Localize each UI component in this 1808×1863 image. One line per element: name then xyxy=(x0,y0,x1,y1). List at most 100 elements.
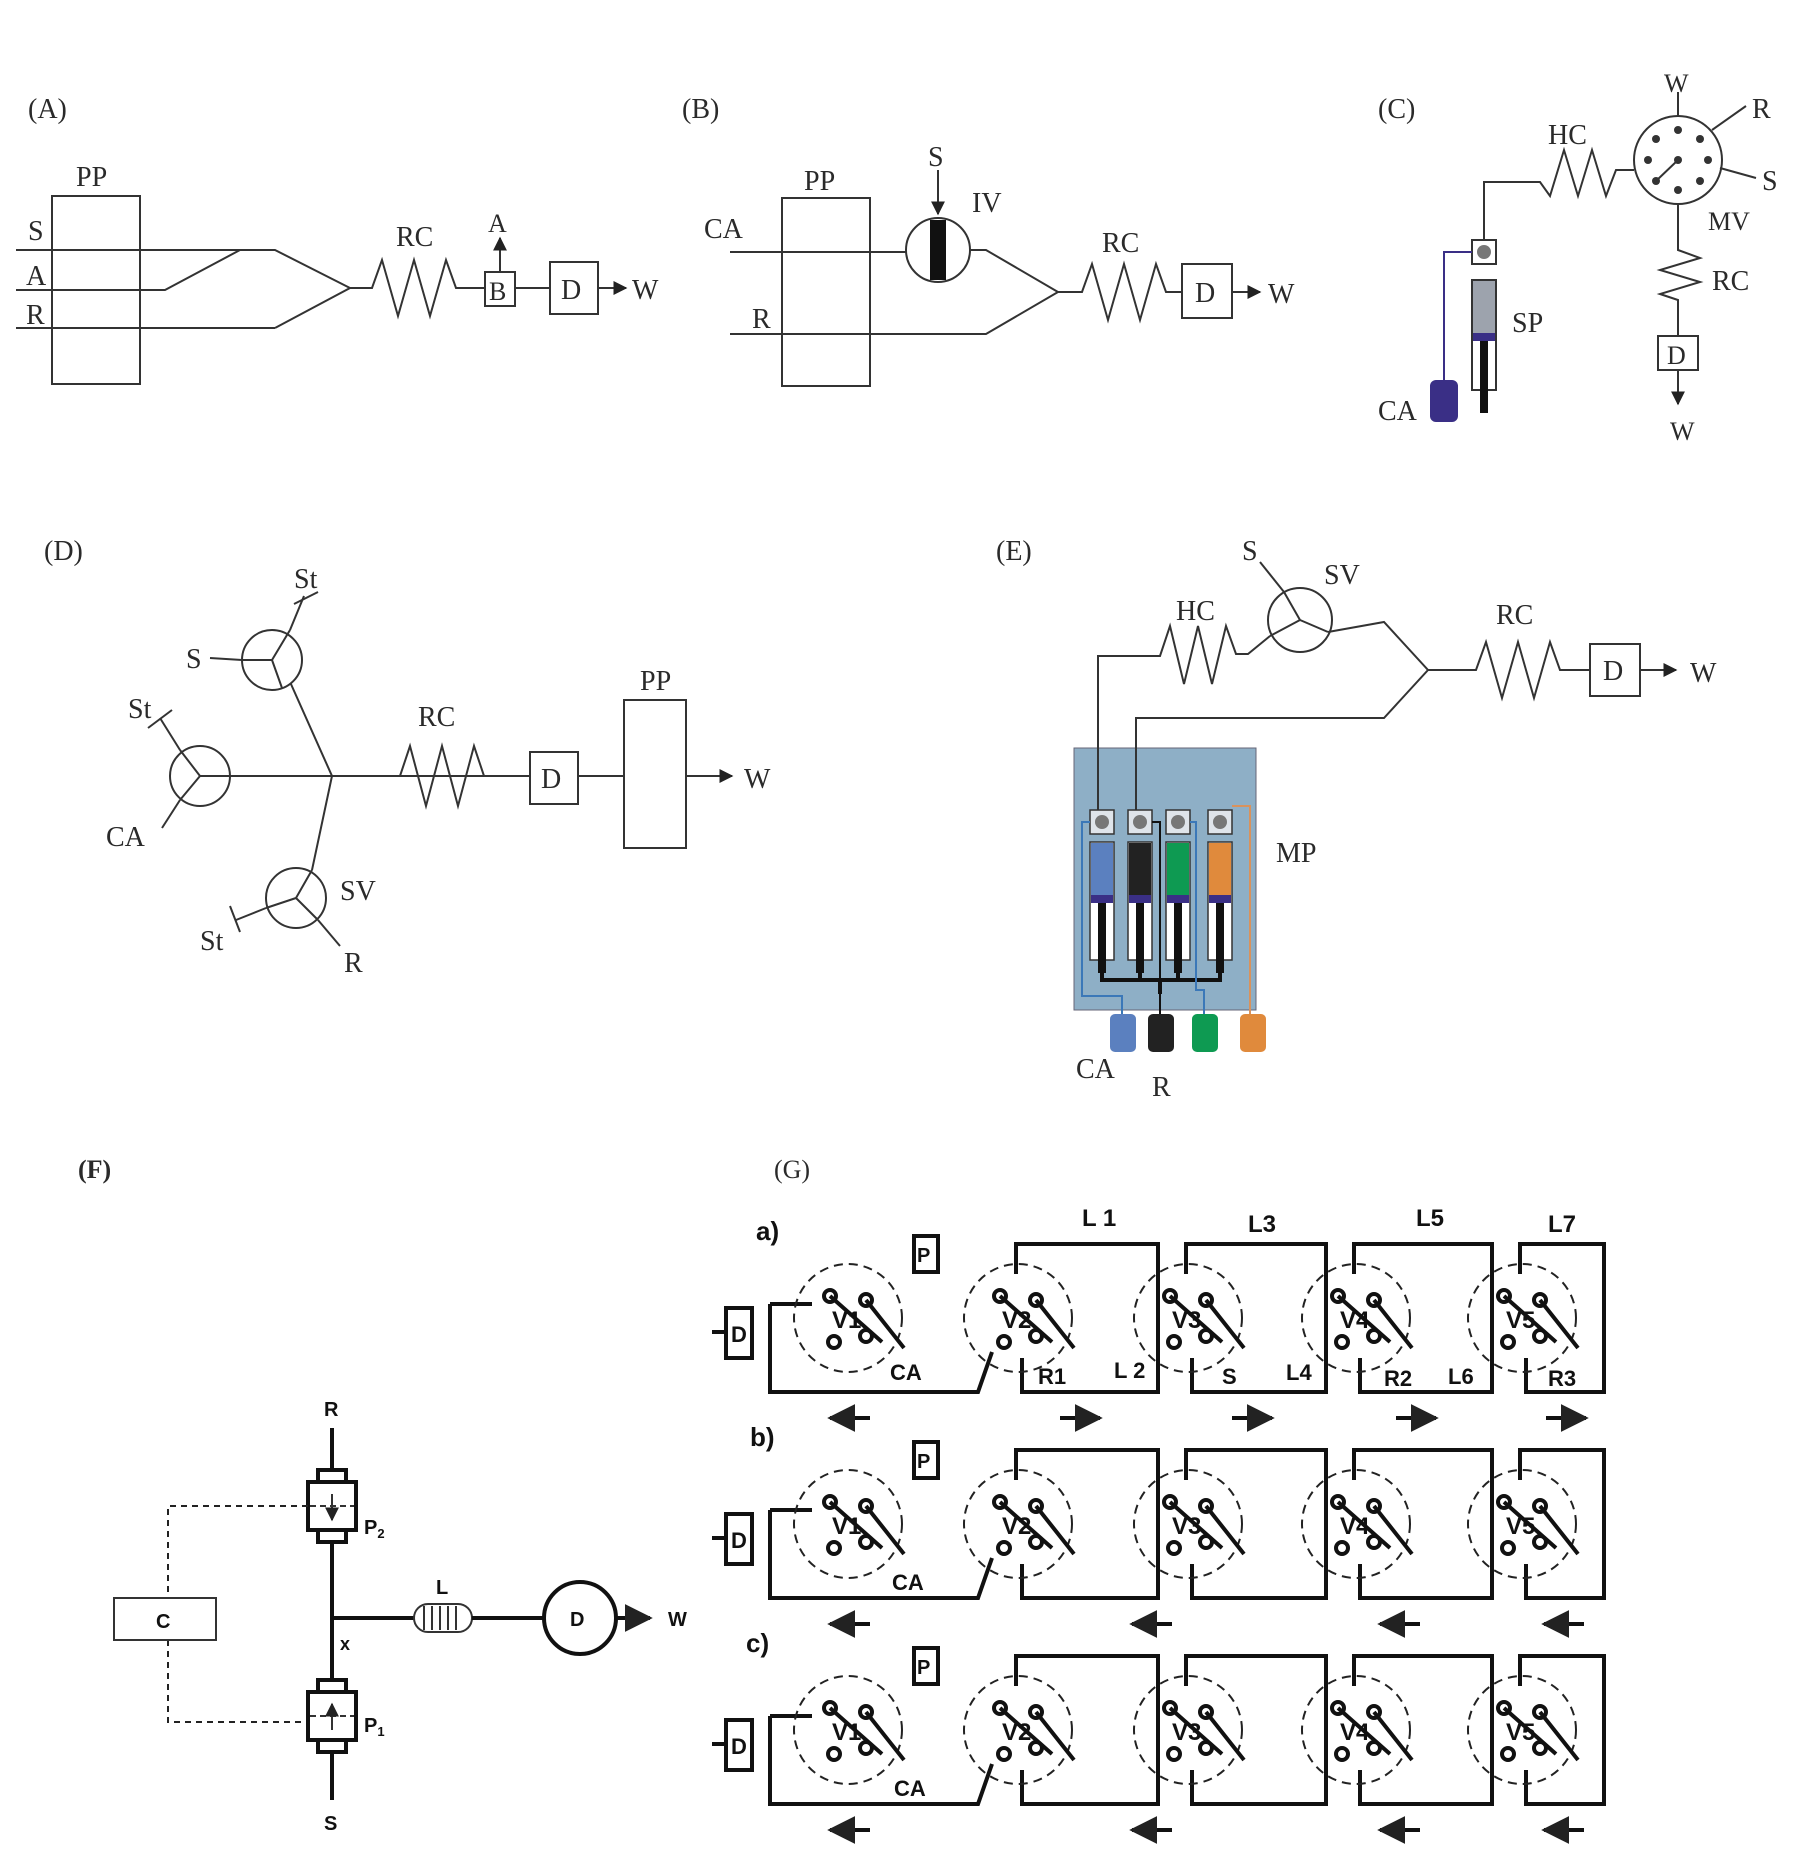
rc-label: RC xyxy=(1712,266,1749,297)
valve-port xyxy=(1166,1334,1182,1350)
valve-dashed-ring xyxy=(1301,1263,1411,1373)
detector-label: D xyxy=(731,1322,747,1347)
pump-box xyxy=(912,1234,940,1274)
valve-channel xyxy=(998,1294,1076,1350)
syringe-plunger-head xyxy=(1473,333,1495,341)
loop-frame xyxy=(1184,1654,1328,1806)
loop-frame xyxy=(1014,1448,1160,1600)
stopper-line-1 xyxy=(289,595,305,631)
r-label: R xyxy=(1152,1072,1171,1103)
valve-channel xyxy=(1168,1706,1246,1762)
valve-port xyxy=(1500,1334,1516,1350)
pump-label: P xyxy=(917,1245,930,1267)
loop-l7-label: L7 xyxy=(1548,1211,1576,1238)
loop-l3-label: L3 xyxy=(1248,1211,1276,1238)
valve-dashed-ring xyxy=(1467,1469,1577,1579)
pump-label: P xyxy=(917,1451,930,1473)
loop-frame xyxy=(1518,1654,1606,1806)
sample-line xyxy=(1719,167,1757,179)
ca-label: CA xyxy=(1378,396,1418,427)
r-label: R xyxy=(344,948,363,979)
panel-b-label: (B) xyxy=(682,94,719,125)
valve-port xyxy=(1334,1746,1350,1762)
valve-port xyxy=(996,1746,1012,1762)
loop-l1-label: L 1 xyxy=(1082,1205,1116,1232)
valve-port xyxy=(1166,1746,1182,1762)
w-label: W xyxy=(744,764,771,795)
w-label: W xyxy=(1690,658,1717,689)
loop-frame xyxy=(1352,1242,1494,1394)
valve-label: V1 xyxy=(832,1719,861,1746)
valve-port xyxy=(996,1334,1012,1350)
sample-inlet xyxy=(1259,561,1285,593)
valve-dashed-ring xyxy=(1133,1469,1243,1579)
a-out-label: A xyxy=(488,209,507,238)
reservoir-blue xyxy=(1110,1014,1136,1052)
carrier-label: CA xyxy=(704,214,744,245)
reservoir-black xyxy=(1148,1014,1174,1052)
detector-box xyxy=(549,261,599,315)
reaction-coil xyxy=(413,1603,473,1633)
micro-pump-p1 xyxy=(306,1678,358,1754)
valve-channel xyxy=(1168,1294,1246,1350)
d-label: D xyxy=(561,275,581,306)
green-tube xyxy=(1190,821,1205,1020)
valve-port xyxy=(826,1334,842,1350)
stopper-cap-1 xyxy=(293,591,319,605)
valve-dashed-ring xyxy=(793,1675,903,1785)
valve-channel xyxy=(1336,1706,1414,1762)
valve-dashed-ring xyxy=(963,1675,1073,1785)
reservoir-green xyxy=(1192,1014,1218,1052)
valve-port xyxy=(1166,1540,1182,1556)
injection-valve-bar xyxy=(930,220,946,280)
loop-frame xyxy=(1518,1242,1606,1394)
panel-f: (F) R P2 C x L D W xyxy=(78,1155,687,1835)
ca-label: CA xyxy=(1076,1054,1116,1085)
p2-label: P2 xyxy=(364,1517,385,1541)
row-b-ca-label: CA xyxy=(892,1570,924,1595)
row-a-l2-label: L 2 xyxy=(1114,1358,1145,1383)
sample-label: S xyxy=(928,142,944,173)
panel-e: (E) S SV HC RC D W MP xyxy=(996,536,1717,1103)
valve-channel xyxy=(1168,1500,1246,1556)
w-label: W xyxy=(668,1609,687,1631)
valve-label: V2 xyxy=(1002,1513,1031,1540)
valve-channel xyxy=(828,1500,906,1556)
hc-label: HC xyxy=(1548,120,1587,151)
controller-box xyxy=(113,1597,217,1641)
valve-channel xyxy=(828,1706,906,1762)
row-a-s-label: S xyxy=(1222,1364,1237,1389)
panel-f-label: (F) xyxy=(78,1155,111,1184)
valve-ca-ports xyxy=(179,749,230,801)
reaction-coil xyxy=(332,742,530,810)
s-label: S xyxy=(324,1813,337,1835)
row-a-l4-label: L4 xyxy=(1286,1360,1312,1385)
s-inlet xyxy=(209,657,243,661)
row-c-ca-label: CA xyxy=(894,1776,926,1801)
reagent-label: R xyxy=(752,304,771,335)
panel-d: (D) St S St CA St R SV RC D PP W xyxy=(44,536,771,979)
reaction-coil xyxy=(1656,204,1704,336)
row-a-label: a) xyxy=(756,1216,779,1246)
loop-frame xyxy=(1184,1448,1328,1600)
reagent-r-label: R xyxy=(26,300,45,331)
ca-reservoir xyxy=(1430,380,1458,422)
valve-dashed-ring xyxy=(963,1263,1073,1373)
valve-port xyxy=(826,1746,842,1762)
st1-label: St xyxy=(294,564,318,595)
panel-c: (C) W R S MV HC RC D W SP CA xyxy=(1378,69,1778,446)
confluence-lines xyxy=(730,249,1060,335)
rc-label: RC xyxy=(396,222,433,253)
panel-a: (A) PP S A R RC B A D W xyxy=(16,94,659,385)
valve-dashed-ring xyxy=(1133,1675,1243,1785)
detector-box xyxy=(529,751,579,805)
valve-channel xyxy=(1502,1294,1580,1350)
detector-label: D xyxy=(731,1528,747,1553)
sv-label: SV xyxy=(1324,560,1360,591)
panel-d-label: (D) xyxy=(44,536,83,567)
row-c-label: c) xyxy=(746,1628,769,1658)
r-inlet xyxy=(317,919,341,947)
